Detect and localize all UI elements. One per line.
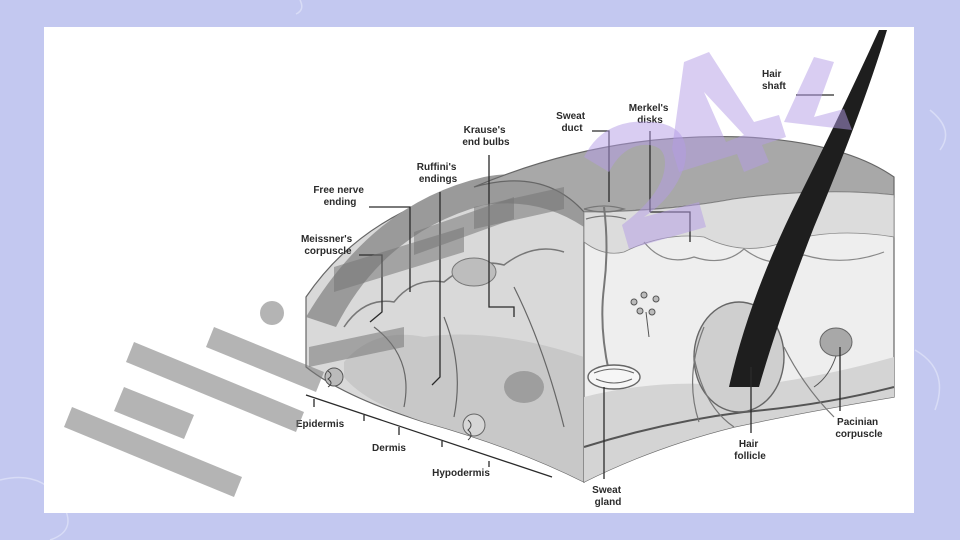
epidermis-tick — [313, 399, 365, 421]
skin-cross-section-illustration: Hair shaft Merkel's disks Sweat duct Kra… — [64, 30, 895, 508]
label-sweat-duct: Sweat duct — [556, 111, 588, 134]
sweat-duct-shape — [601, 206, 610, 373]
label-meissners-corpuscle: Meissner's corpuscle — [301, 234, 355, 257]
label-hypodermis: Hypodermis — [432, 468, 490, 479]
sweat-duct-coil — [583, 205, 627, 220]
layer-axis-line — [305, 394, 553, 478]
pacinian-corpuscle-shape — [819, 327, 853, 357]
pacinian-side-coil — [467, 419, 472, 441]
krauses-end-bulbs-leader — [488, 155, 515, 317]
side-gland-2 — [451, 257, 497, 287]
hypodermis-layer — [344, 334, 584, 482]
label-epidermis: Epidermis — [296, 419, 345, 430]
label-free-nerve-ending: Free nerve ending — [313, 185, 366, 208]
skin-receptors-diagram: Hair shaft Merkel's disks Sweat duct Kra… — [44, 27, 914, 513]
label-ruffinis-endings: Ruffini's endings — [417, 162, 459, 185]
meissner-corpuscle-shape — [324, 367, 344, 387]
label-dermis: Dermis — [372, 443, 406, 454]
front-hypodermis — [584, 357, 894, 482]
label-krauses-end-bulbs: Krause's end bulbs — [462, 125, 510, 148]
side-dermal-papillae — [343, 248, 565, 328]
pacinian-corpuscle-nerve — [813, 355, 837, 388]
hypodermis-tick — [441, 441, 490, 467]
label-hair-follicle: Hair follicle — [734, 439, 766, 462]
label-pacinian-corpuscle: Pacinian corpuscle — [835, 417, 883, 440]
front-dermal-ridges — [643, 241, 885, 263]
meissner-coil — [327, 370, 332, 388]
label-hair-shaft: Hair shaft — [762, 69, 787, 92]
label-merkels-disks: Merkel's disks — [629, 103, 671, 126]
merkel-disk-cluster — [630, 291, 660, 338]
sweat-gland-coil — [593, 368, 635, 384]
pacinian-side-shape — [462, 413, 486, 437]
hair-follicle-nerves — [692, 326, 835, 428]
watermark-logo — [64, 52, 852, 497]
meissners-corpuscle-leader — [359, 254, 383, 323]
label-sweat-gland: Sweat gland — [592, 485, 624, 508]
side-gland-1 — [504, 371, 544, 403]
